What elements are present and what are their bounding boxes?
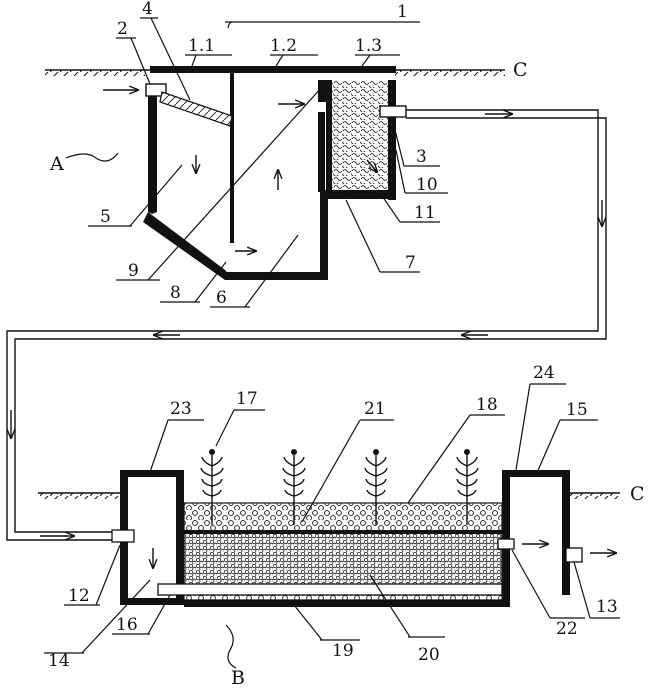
labels: 1 1.1 1.2 1.3 2 4 C A 5 3 10 11 7 9 8 6 …: [48, 0, 645, 688]
label-14: 14: [48, 651, 70, 671]
label-12: 12: [68, 586, 90, 606]
label-22: 22: [556, 619, 578, 639]
label-7: 7: [405, 253, 416, 273]
label-5: 5: [100, 207, 111, 227]
label-1-2: 1.2: [270, 36, 297, 56]
label-6: 6: [216, 288, 227, 308]
label-8: 8: [170, 283, 181, 303]
label-24: 24: [533, 363, 555, 383]
label-1-1: 1.1: [188, 36, 215, 56]
label-9: 9: [128, 261, 139, 281]
flow-arrows-top: [196, 104, 377, 251]
label-20: 20: [418, 645, 440, 665]
label-A: A: [49, 153, 64, 175]
label-15: 15: [566, 400, 588, 420]
label-19: 19: [332, 641, 354, 661]
label-2: 2: [117, 19, 128, 39]
label-C-top: C: [513, 59, 528, 81]
label-18: 18: [476, 395, 498, 415]
label-1-3: 1.3: [355, 36, 382, 56]
label-13: 13: [596, 597, 618, 617]
leader-lines: [44, 17, 620, 669]
wetland-plants: [200, 449, 479, 525]
anaerobic-tank-walls: [143, 73, 328, 280]
connecting-pipe: [6, 109, 607, 541]
outlet-pipe-bottom: [565, 547, 616, 563]
ground-line-bottom: [38, 492, 620, 499]
label-11: 11: [414, 203, 436, 223]
label-16: 16: [116, 615, 138, 635]
filter-chamber: [326, 80, 396, 200]
label-10: 10: [416, 175, 438, 195]
label-3: 3: [416, 147, 427, 167]
outlet-pipe-top: [379, 105, 407, 118]
label-17: 17: [236, 389, 258, 409]
label-C-bottom: C: [630, 483, 645, 505]
label-1: 1: [397, 2, 408, 22]
inclined-screen: [159, 91, 233, 127]
inlet-pipe-bottom: [111, 529, 135, 543]
inlet-pipe: [103, 83, 167, 97]
cover-slab: [150, 66, 396, 73]
collection-pipe: [497, 538, 548, 550]
label-21: 21: [364, 399, 386, 419]
label-B: B: [231, 667, 245, 688]
label-4: 4: [142, 0, 153, 19]
label-23: 23: [170, 399, 192, 419]
distribution-pipe: [157, 583, 503, 596]
